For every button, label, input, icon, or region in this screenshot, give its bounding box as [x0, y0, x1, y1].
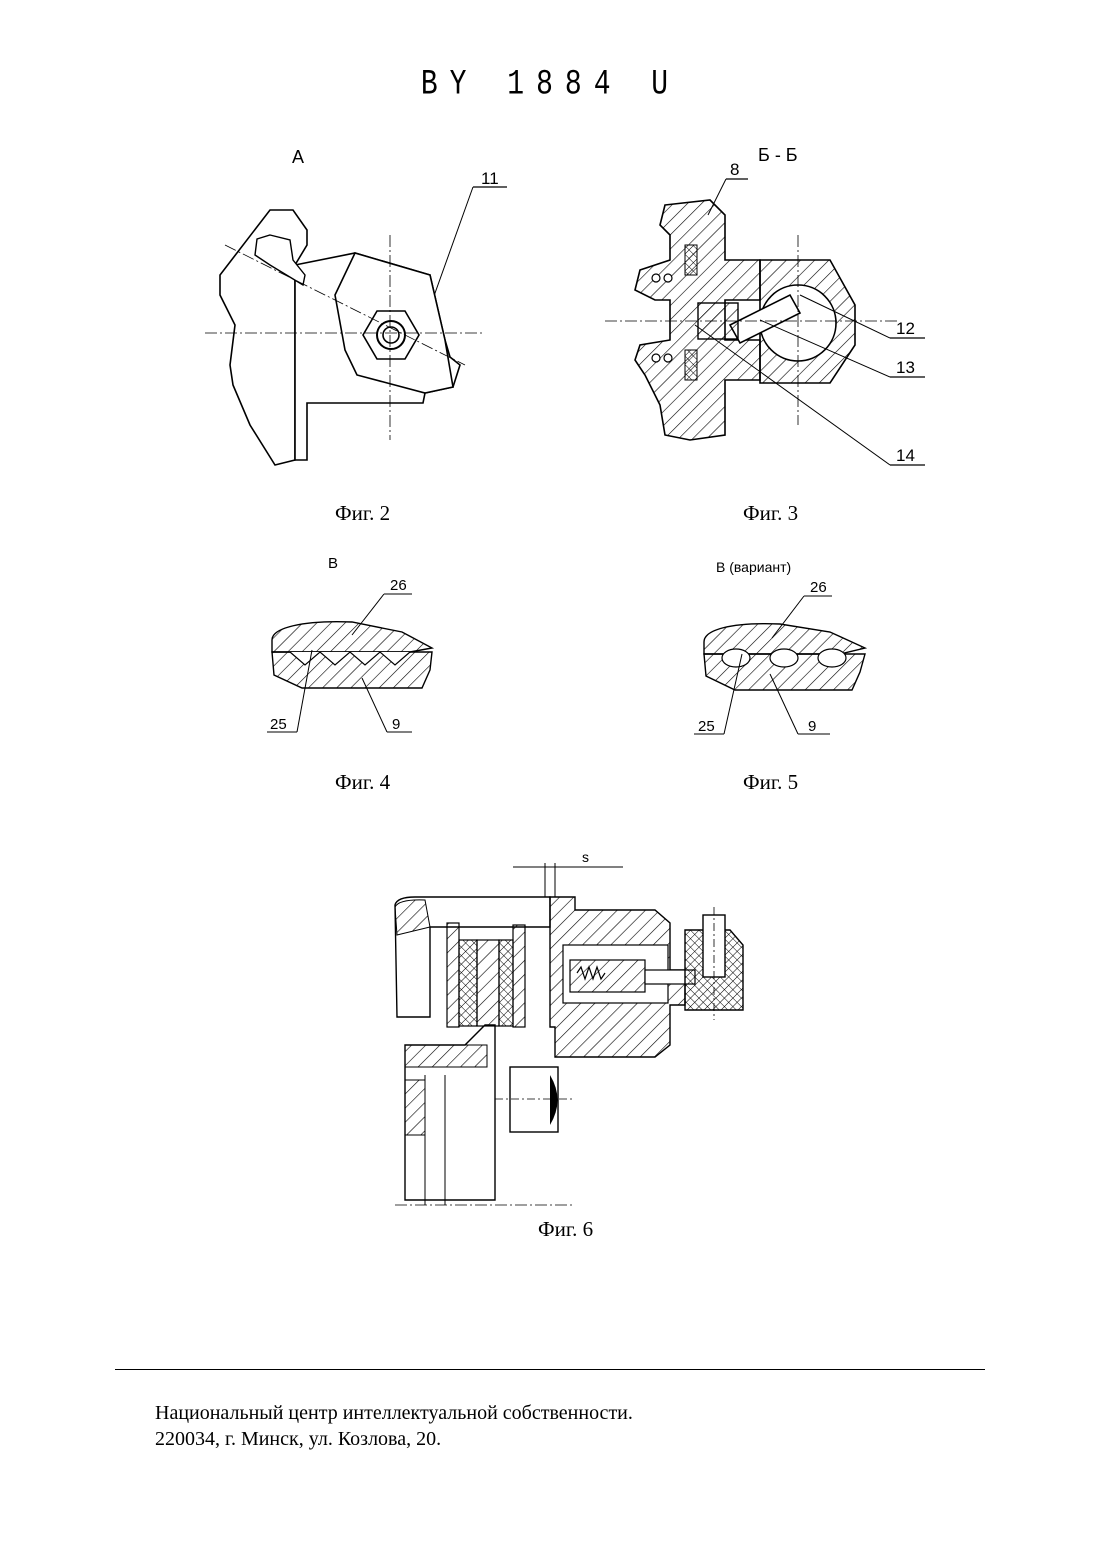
fig5-ball-2	[770, 649, 798, 667]
fig6-pressure-plate	[513, 925, 525, 1027]
fig3-callout-12: 12	[896, 319, 915, 338]
fig3-view-label: Б - Б	[758, 145, 798, 165]
fig3-callout-13: 13	[896, 358, 915, 377]
figure-5-caption: Фиг. 5	[743, 770, 798, 795]
fig6-disc-1	[447, 923, 459, 1027]
fig3-seal-bottom	[685, 350, 697, 380]
fig4-callout-26: 26	[390, 577, 407, 594]
fig2-bolt-inner	[383, 327, 399, 343]
figure-3-caption: Фиг. 3	[743, 501, 798, 526]
footer-address-block: Национальный центр интеллектуальной собс…	[155, 1400, 633, 1452]
figure-4-drawing: В 26 25 9	[262, 550, 472, 745]
fig3-oring-4	[664, 354, 672, 362]
figure-6-drawing: s	[385, 845, 755, 1215]
fig5-callout-26: 26	[810, 579, 827, 596]
fig6-lining-1	[459, 940, 477, 1026]
fig4-callout-9: 9	[392, 716, 400, 733]
fig4-view-label: В	[328, 555, 338, 572]
fig3-oring-2	[664, 274, 672, 282]
fig5-ball-1	[722, 649, 750, 667]
fig6-piston	[570, 960, 645, 992]
fig4-top-part	[272, 622, 432, 652]
fig6-lower-flange-hatch	[405, 1045, 487, 1067]
fig4-callout-25: 25	[270, 716, 287, 733]
fig5-ball-3	[818, 649, 846, 667]
footer-divider	[115, 1369, 985, 1370]
fig3-callout-14: 14	[896, 446, 915, 465]
figure-4-caption: Фиг. 4	[335, 770, 390, 795]
fig6-dimension-s: s	[582, 849, 589, 865]
footer-address: 220034, г. Минск, ул. Козлова, 20.	[155, 1426, 633, 1452]
fig3-oring-1	[652, 274, 660, 282]
fig5-callout-9: 9	[808, 718, 816, 735]
figure-2-caption: Фиг. 2	[335, 501, 390, 526]
fig2-view-label: А	[292, 147, 304, 167]
patent-number-header: BY 1884 U	[0, 66, 1101, 105]
figure-5-drawing: В (вариант) 26 25 9	[690, 550, 880, 745]
fig5-view-label: В (вариант)	[716, 559, 791, 575]
fig3-seal-top	[685, 245, 697, 275]
fig2-callout-11: 11	[481, 169, 499, 188]
footer-organization: Национальный центр интеллектуальной собс…	[155, 1400, 633, 1426]
fig3-callout-8: 8	[730, 160, 739, 179]
fig6-lining-2	[499, 940, 513, 1026]
figure-3-drawing: Б - Б 8 12 13 14	[600, 135, 940, 475]
fig6-flange-boss	[405, 1080, 425, 1135]
figure-6-caption: Фиг. 6	[538, 1217, 593, 1242]
fig6-disc-2	[477, 940, 499, 1026]
figure-2-drawing: А 11	[195, 135, 525, 475]
fig3-oring-3	[652, 354, 660, 362]
fig5-callout-25: 25	[698, 718, 715, 735]
